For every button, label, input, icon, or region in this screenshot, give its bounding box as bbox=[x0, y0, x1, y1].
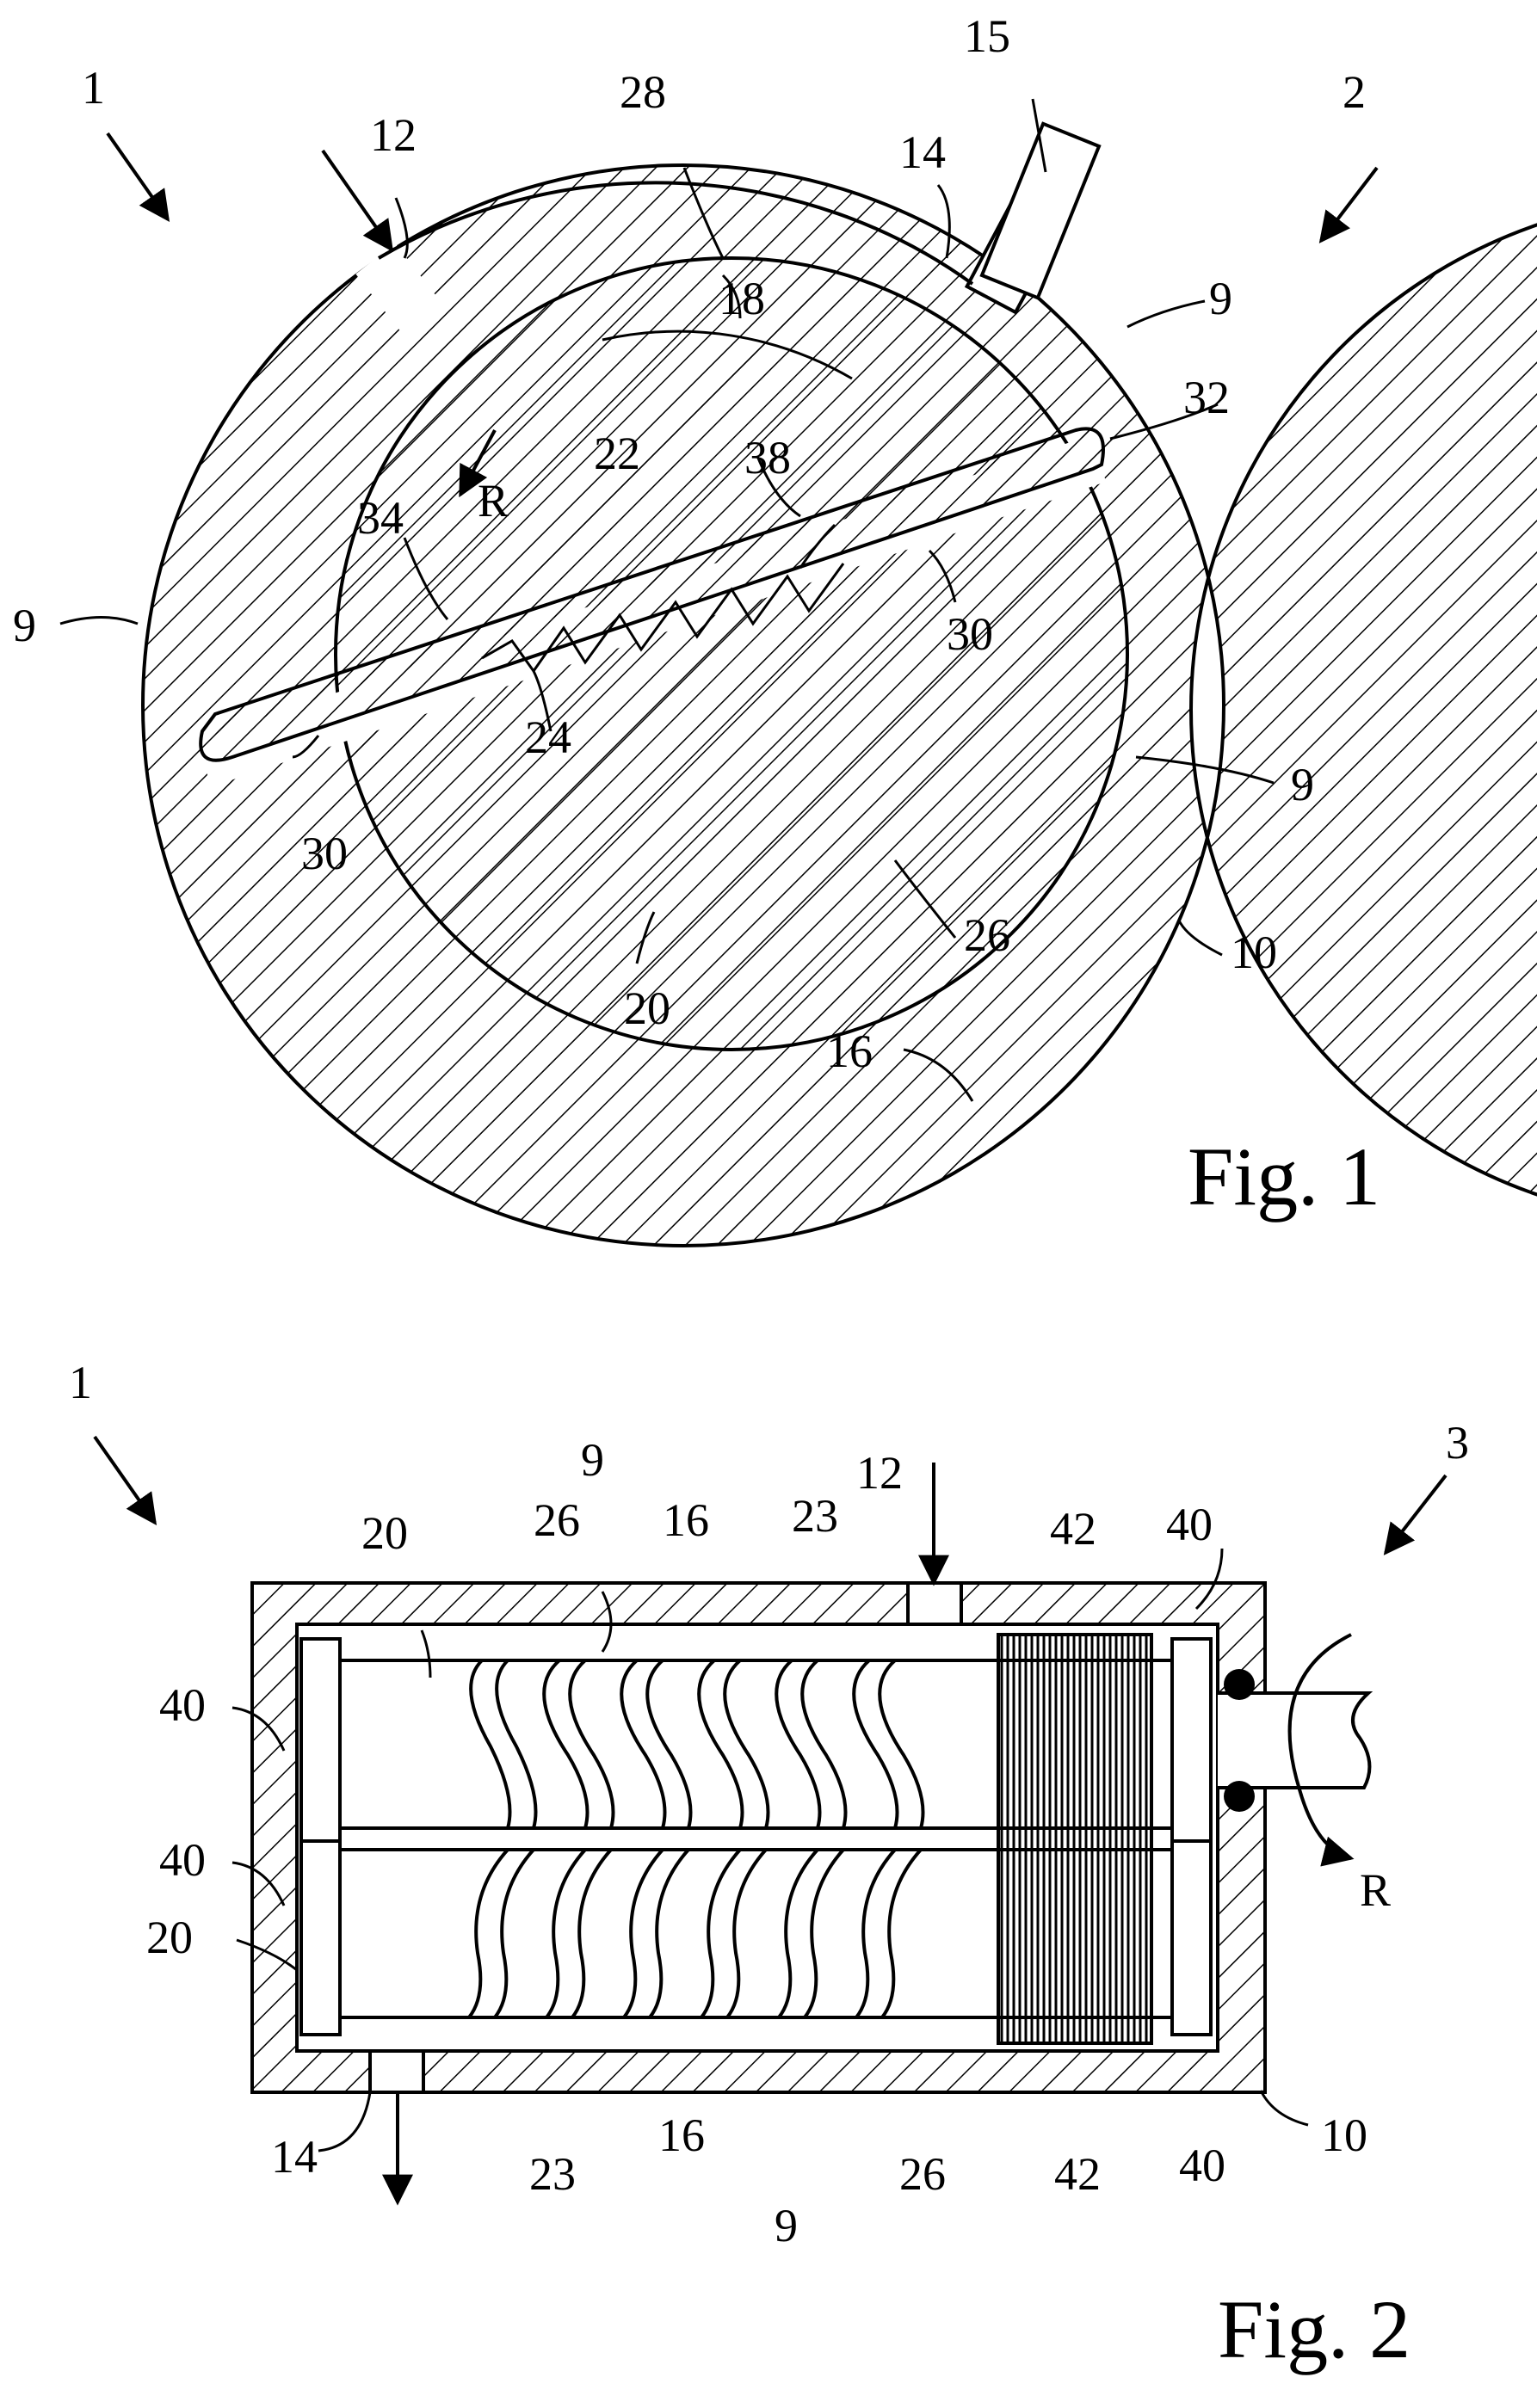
inlet-arrow bbox=[323, 151, 392, 249]
ref-arrow-1 bbox=[108, 133, 168, 219]
label-42-fig2-bottom: 42 bbox=[1054, 2148, 1101, 2200]
ref-arrow-2 bbox=[1321, 168, 1377, 241]
figure-1-caption: Fig. 1 bbox=[1188, 1130, 1380, 1222]
label-20: 20 bbox=[624, 982, 670, 1034]
end-plate-left-top bbox=[301, 1639, 340, 1841]
label-18: 18 bbox=[719, 273, 765, 324]
label-9-fig2-top: 9 bbox=[581, 1434, 604, 1486]
label-22: 22 bbox=[594, 428, 640, 479]
label-26-fig2-bottom: 26 bbox=[899, 2148, 946, 2200]
label-30-left: 30 bbox=[301, 828, 348, 879]
screw-lower bbox=[469, 1850, 921, 2017]
label-32: 32 bbox=[1183, 372, 1230, 423]
figure-2-caption: Fig. 2 bbox=[1218, 2283, 1410, 2375]
label-14-fig2: 14 bbox=[271, 2131, 318, 2183]
end-plate-left-bottom bbox=[301, 1841, 340, 2035]
ref-arrow-1-fig2 bbox=[95, 1437, 155, 1523]
label-34: 34 bbox=[357, 492, 404, 544]
end-plate-right-bottom bbox=[1172, 1841, 1211, 2035]
label-38: 38 bbox=[744, 432, 791, 483]
label-16-fig2-top: 16 bbox=[663, 1494, 709, 1546]
label-9-left: 9 bbox=[13, 600, 36, 651]
label-9-fig2-bottom: 9 bbox=[775, 2200, 798, 2251]
label-2: 2 bbox=[1343, 66, 1366, 118]
label-20-fig2-top: 20 bbox=[361, 1507, 408, 1559]
figure-2: 1 3 9 12 20 26 16 23 42 40 40 40 20 R 14… bbox=[69, 1357, 1469, 2375]
screw-upper bbox=[471, 1660, 923, 1828]
label-14: 14 bbox=[899, 126, 946, 178]
label-28: 28 bbox=[620, 66, 666, 118]
label-R-fig2: R bbox=[1360, 1864, 1391, 1916]
figure-1: 1 12 28 14 15 2 18 9 32 22 38 R 34 30 9 … bbox=[13, 10, 1537, 1246]
label-10: 10 bbox=[1231, 927, 1277, 978]
label-16-fig2-bottom: 16 bbox=[658, 2109, 705, 2161]
label-1-fig2: 1 bbox=[69, 1357, 92, 1408]
label-40-fig2-bottom: 40 bbox=[1179, 2140, 1225, 2191]
label-9-top-right: 9 bbox=[1209, 273, 1232, 324]
label-40-fig2-left-2: 40 bbox=[159, 1834, 206, 1886]
label-23-fig2-bottom: 23 bbox=[529, 2148, 576, 2200]
label-20-fig2-bottom: 20 bbox=[146, 1912, 193, 1963]
label-16: 16 bbox=[826, 1025, 873, 1077]
label-30-right: 30 bbox=[947, 608, 993, 660]
label-23-fig2-top: 23 bbox=[792, 1490, 838, 1542]
label-9-right: 9 bbox=[1291, 759, 1314, 810]
label-10-fig2: 10 bbox=[1321, 2109, 1367, 2161]
label-42-fig2-top: 42 bbox=[1050, 1503, 1096, 1555]
label-26-fig2-top: 26 bbox=[534, 1494, 580, 1546]
label-15: 15 bbox=[964, 10, 1010, 62]
label-24: 24 bbox=[525, 711, 571, 763]
label-12-fig2: 12 bbox=[856, 1447, 903, 1499]
ref-arrow-3 bbox=[1386, 1475, 1446, 1553]
end-plate-right-top bbox=[1172, 1639, 1211, 1841]
label-3: 3 bbox=[1446, 1417, 1469, 1469]
label-40-fig2-left-1: 40 bbox=[159, 1679, 206, 1731]
label-40-fig2-top-right: 40 bbox=[1166, 1499, 1213, 1550]
label-12: 12 bbox=[370, 109, 417, 161]
gear bbox=[998, 1635, 1151, 2043]
label-R-fig1: R bbox=[478, 475, 509, 527]
label-1: 1 bbox=[82, 62, 105, 114]
label-26: 26 bbox=[964, 909, 1010, 961]
